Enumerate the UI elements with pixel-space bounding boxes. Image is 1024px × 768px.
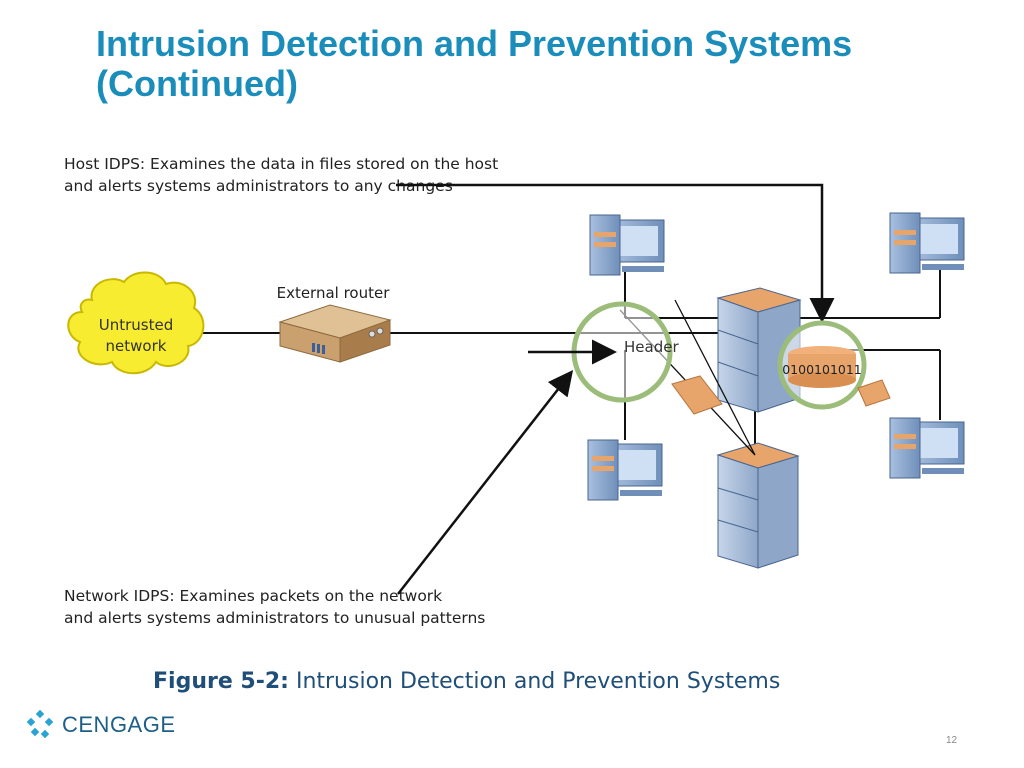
cengage-logo-text: CENGAGE [62,712,176,737]
workstation-top-left [589,214,665,276]
figure-caption-label: Figure 5-2: [153,669,289,694]
network-idps-label-line-1: Network IDPS: Examines packets on the ne… [64,587,442,605]
workstation-top-right [889,212,965,274]
untrusted-network-cloud: Untrusted network [67,271,205,375]
figure-caption: Figure 5-2: Intrusion Detection and Prev… [153,669,780,694]
slide-title-line-2: (Continued) [96,63,298,104]
workstation-bottom-left [587,439,663,501]
file-data-magnifier: 0100101011 [777,320,891,410]
cengage-logo-icon [26,709,54,739]
network-idps-label-line-2: and alerts systems administrators to unu… [64,609,485,627]
network-idps-arrow [397,370,574,595]
binary-data-label: 0100101011 [782,362,862,377]
slide-title-line-1: Intrusion Detection and Prevention Syste… [96,23,853,64]
external-router-label: External router [277,284,391,302]
cengage-logo: CENGAGE [24,708,176,742]
host-idps-arrow [396,183,835,323]
cloud-label-line-2: network [106,337,167,355]
external-router: External router [277,284,392,363]
header-magnifier: Header [571,299,756,456]
page-number: 12 [946,735,958,746]
server-secondary [716,442,800,569]
header-label: Header [624,338,679,356]
host-idps-label-line-2: and alerts systems administrators to any… [64,177,453,195]
figure-caption-text: Intrusion Detection and Prevention Syste… [295,669,781,694]
workstation-bottom-right [889,417,965,479]
host-idps-label-line-1: Host IDPS: Examines the data in files st… [64,155,498,173]
cloud-label-line-1: Untrusted [99,316,174,334]
slide-title: Intrusion Detection and Prevention Syste… [96,24,996,104]
